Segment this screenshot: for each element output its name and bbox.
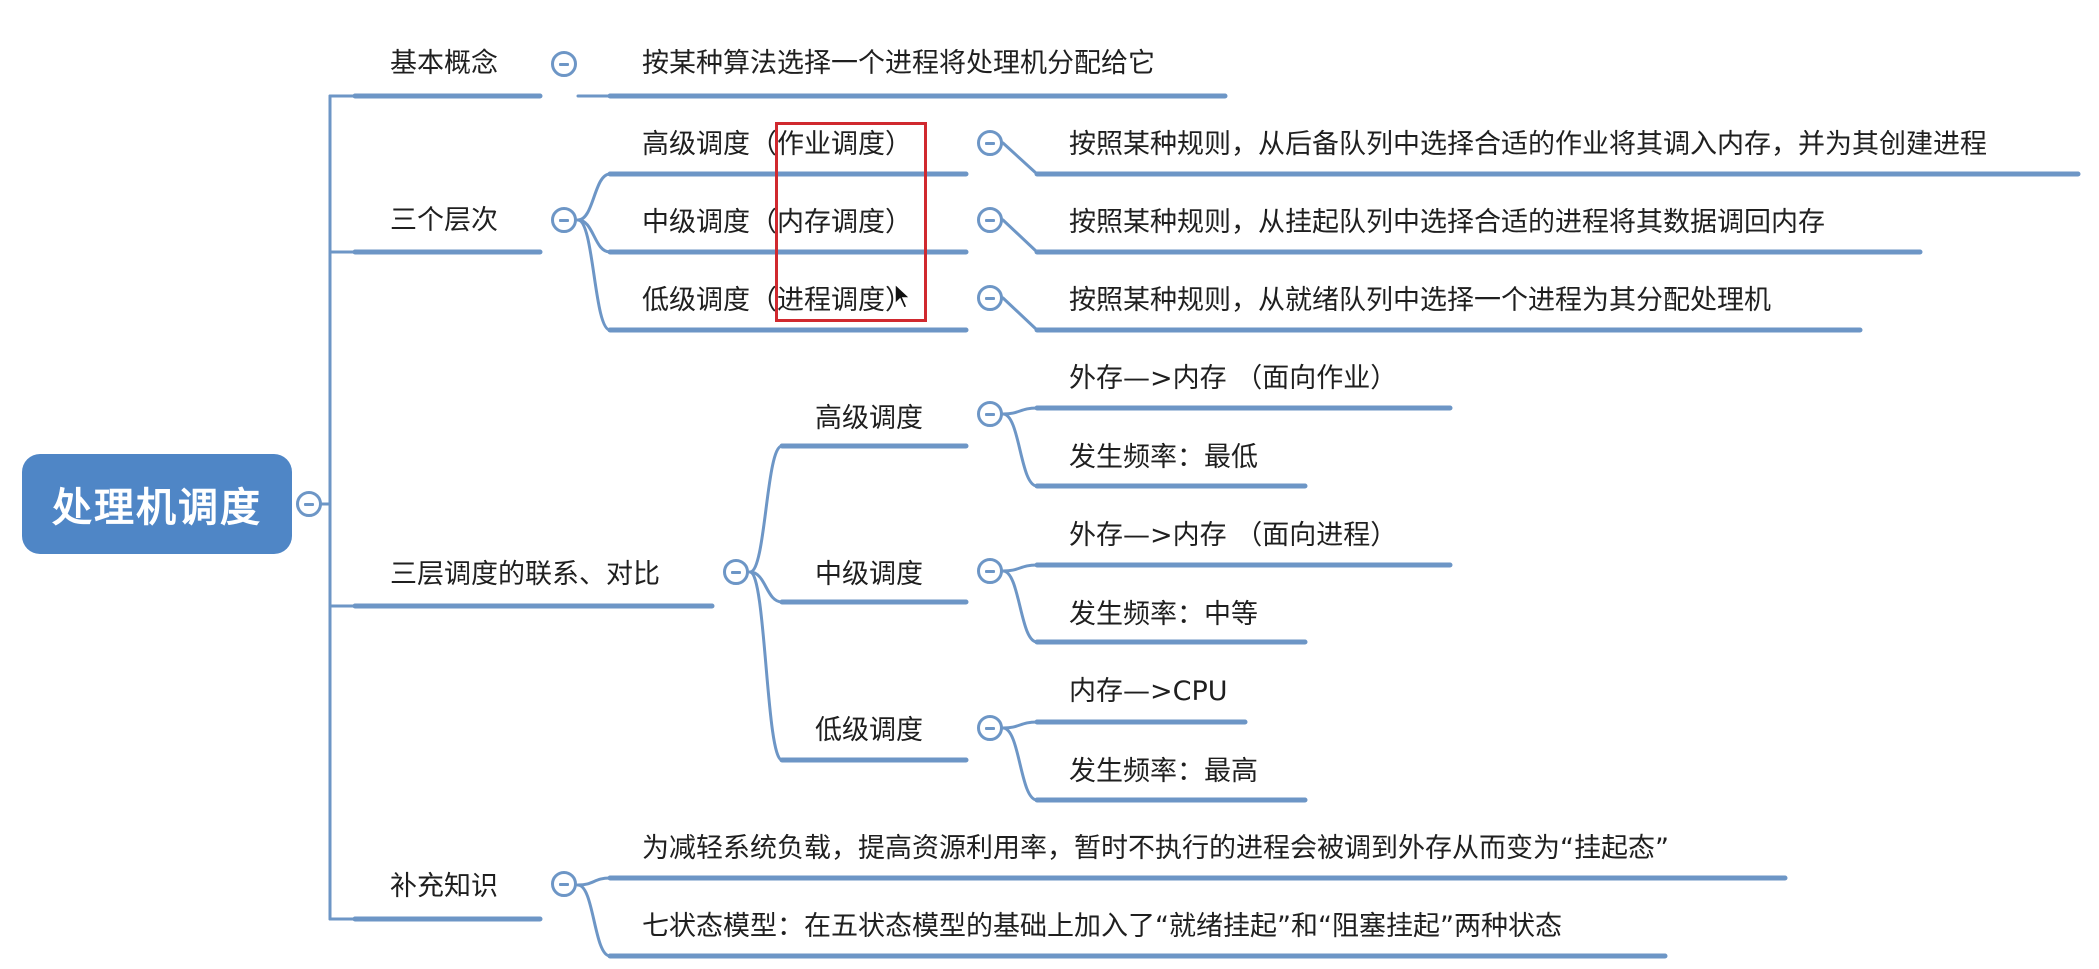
curve-compare-0 — [748, 444, 784, 574]
collapse-level-high-icon[interactable] — [977, 130, 1003, 156]
compare-low-label[interactable]: 低级调度 — [815, 715, 923, 746]
basic-content[interactable]: 按某种算法选择一个进程将处理机分配给它 — [642, 48, 1155, 79]
curve-compare-2 — [748, 570, 784, 762]
collapse-compare-low-icon[interactable] — [977, 715, 1003, 741]
compare-mid-flow[interactable]: 外存—>内存 （面向进程） — [1069, 520, 1398, 551]
connector-level-low — [1001, 296, 1039, 332]
curve-flow-0 — [1001, 406, 1039, 416]
level-low-desc[interactable]: 按照某种规则，从就绪队列中选择一个进程为其分配处理机 — [1069, 285, 1771, 316]
mouse-cursor-icon — [894, 283, 912, 309]
compare-low-freq[interactable]: 发生频率：最高 — [1069, 756, 1258, 787]
collapse-level-low-icon[interactable] — [977, 285, 1003, 311]
extra-item-1[interactable]: 为减轻系统负载，提高资源利用率，暂时不执行的进程会被调到外存从而变为“挂起态” — [642, 833, 1669, 864]
collapse-compare-mid-icon[interactable] — [977, 558, 1003, 584]
compare-high-flow[interactable]: 外存—>内存 （面向作业） — [1069, 363, 1398, 394]
branch-basic-label[interactable]: 基本概念 — [390, 48, 498, 79]
compare-mid-freq[interactable]: 发生频率：中等 — [1069, 599, 1258, 630]
collapse-basic-icon[interactable] — [551, 51, 577, 77]
curve-freq-1 — [1001, 569, 1039, 644]
level-high-desc[interactable]: 按照某种规则，从后备队列中选择合适的作业将其调入内存，并为其创建进程 — [1069, 129, 1987, 160]
curve-level-2 — [576, 218, 612, 332]
compare-low-flow[interactable]: 内存—>CPU — [1069, 676, 1228, 707]
highlight-box — [775, 122, 927, 322]
collapse-compare-high-icon[interactable] — [977, 401, 1003, 427]
curve-extra-0 — [576, 876, 612, 887]
curve-flow-2 — [1001, 720, 1039, 730]
compare-high-freq[interactable]: 发生频率：最低 — [1069, 442, 1258, 473]
collapse-extra-icon[interactable] — [551, 871, 577, 897]
branch-extra-label[interactable]: 补充知识 — [390, 871, 498, 902]
curve-compare-1 — [748, 570, 784, 604]
curve-level-0 — [576, 172, 612, 222]
curve-freq-2 — [1001, 726, 1039, 802]
collapse-root-icon[interactable] — [296, 491, 322, 517]
curve-flow-1 — [1001, 563, 1039, 573]
collapse-compare-icon[interactable] — [723, 559, 749, 585]
extra-item-2[interactable]: 七状态模型：在五状态模型的基础上加入了“就绪挂起”和“阻塞挂起”两种状态 — [642, 911, 1562, 942]
connector-level-mid — [1001, 218, 1039, 254]
compare-high-label[interactable]: 高级调度 — [815, 403, 923, 434]
level-mid-desc[interactable]: 按照某种规则，从挂起队列中选择合适的进程将其数据调回内存 — [1069, 207, 1825, 238]
compare-mid-label[interactable]: 中级调度 — [815, 559, 923, 590]
curve-freq-0 — [1001, 412, 1039, 488]
connector-level-high — [1001, 141, 1039, 176]
collapse-level-mid-icon[interactable] — [977, 207, 1003, 233]
curve-extra-1 — [576, 883, 612, 958]
branch-compare-label[interactable]: 三层调度的联系、对比 — [390, 559, 660, 590]
branch-levels-label[interactable]: 三个层次 — [390, 205, 498, 236]
collapse-levels-icon[interactable] — [551, 207, 577, 233]
root-node[interactable]: 处理机调度 — [22, 454, 292, 554]
